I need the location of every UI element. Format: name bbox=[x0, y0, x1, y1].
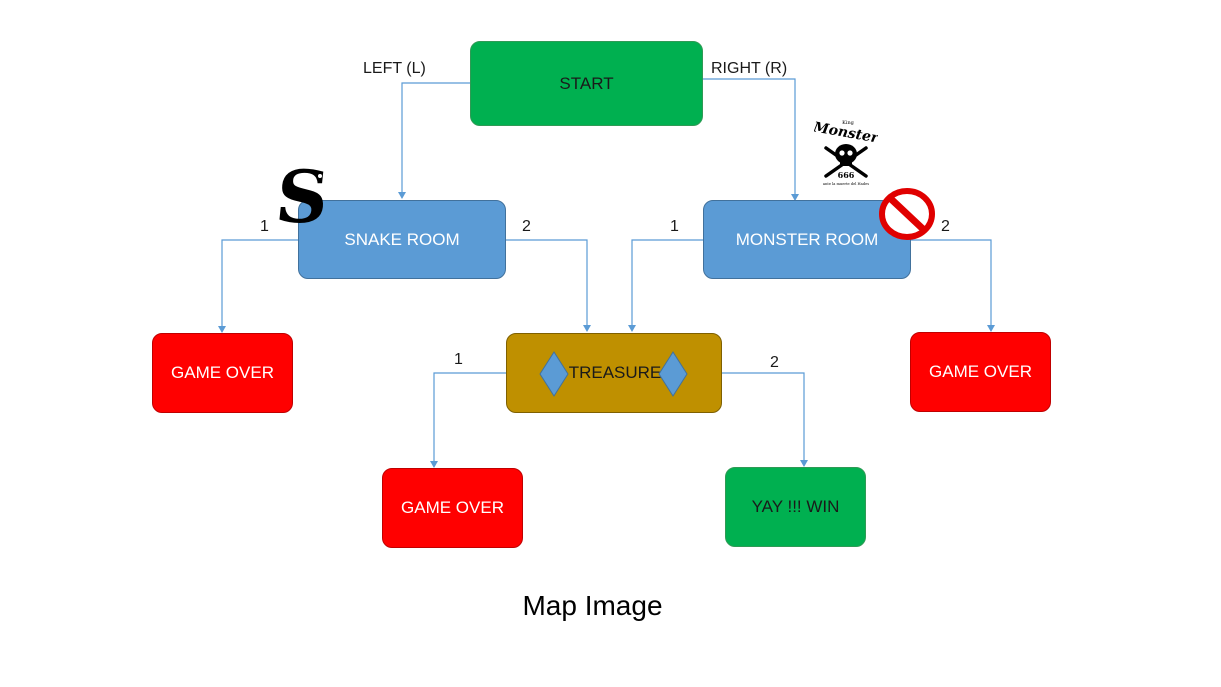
snake-room-label: SNAKE ROOM bbox=[344, 229, 460, 249]
diamond-icon bbox=[658, 351, 688, 397]
diamond-icon bbox=[539, 351, 569, 397]
monster-logo-top-text: King bbox=[842, 120, 855, 126]
edge-label-treasure-2: 2 bbox=[770, 354, 779, 371]
edge-label-snake-1: 1 bbox=[260, 218, 269, 235]
game-over-bottom-label: GAME OVER bbox=[401, 498, 504, 517]
snake-room-node: SNAKE ROOM bbox=[298, 200, 506, 279]
edge-start-left bbox=[398, 82, 470, 199]
edge-monster-1 bbox=[628, 239, 703, 332]
game-over-bottom-node: GAME OVER bbox=[382, 468, 523, 548]
monster-room-label: MONSTER ROOM bbox=[735, 229, 879, 249]
edge-treasure-2 bbox=[722, 372, 808, 467]
edge-label-treasure-1: 1 bbox=[454, 351, 463, 368]
edge-snake-2 bbox=[506, 239, 591, 332]
game-over-right-node: GAME OVER bbox=[910, 332, 1051, 412]
treasure-label: TREASURE bbox=[568, 363, 662, 382]
edge-label-snake-2: 2 bbox=[522, 218, 531, 235]
edge-label-left: LEFT (L) bbox=[363, 60, 426, 77]
edge-treasure-1 bbox=[430, 372, 506, 468]
start-node: START bbox=[470, 41, 703, 126]
win-label: YAY !!! WIN bbox=[751, 497, 840, 516]
prohibited-icon bbox=[879, 188, 935, 240]
monster-skull-icon: King Monster 666 ante la muerte del Hade… bbox=[811, 118, 881, 188]
treasure-node: TREASURE bbox=[506, 333, 722, 413]
edge-label-monster-2: 2 bbox=[941, 218, 950, 235]
game-over-left-label: GAME OVER bbox=[171, 363, 274, 382]
game-over-left-node: GAME OVER bbox=[152, 333, 293, 413]
monster-logo-number: 666 bbox=[838, 170, 855, 180]
snake-s-icon: S bbox=[272, 162, 333, 230]
svg-text:S: S bbox=[272, 162, 333, 230]
diagram-caption: Map Image bbox=[522, 590, 663, 621]
edge-start-right bbox=[703, 78, 799, 201]
edge-label-right: RIGHT (R) bbox=[711, 60, 788, 77]
game-over-right-label: GAME OVER bbox=[929, 362, 1032, 381]
edge-snake-1 bbox=[218, 239, 298, 333]
monster-logo-motto: ante la muerte del Hades bbox=[823, 182, 869, 186]
edge-label-monster-1: 1 bbox=[670, 218, 679, 235]
win-node: YAY !!! WIN bbox=[725, 467, 866, 547]
start-label: START bbox=[559, 73, 614, 93]
edge-monster-2 bbox=[911, 239, 995, 332]
